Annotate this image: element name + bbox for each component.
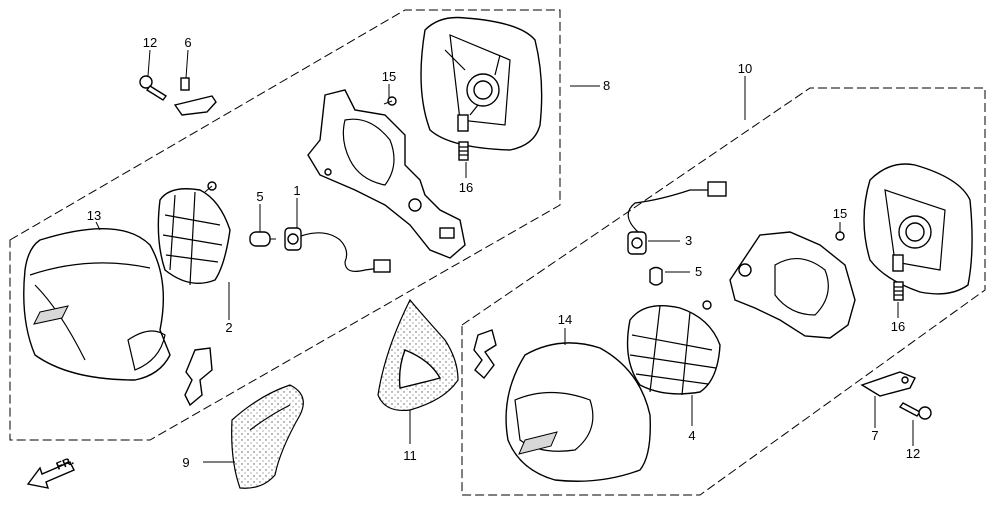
callout-10: 10 bbox=[738, 61, 752, 76]
front-arrow-icon bbox=[26, 461, 75, 489]
callout-15-left: 15 bbox=[382, 69, 396, 84]
callout-3: 3 bbox=[685, 233, 692, 248]
mirror-housing-right bbox=[505, 342, 651, 482]
screw-lens-left bbox=[204, 181, 217, 193]
housing-bracket-left bbox=[184, 347, 213, 407]
bolt-12-left bbox=[139, 75, 168, 101]
right-assembly-outline bbox=[461, 87, 986, 496]
callout-12-right: 12 bbox=[906, 446, 920, 461]
screw-15-left bbox=[383, 96, 397, 106]
housing-bracket-right bbox=[473, 329, 497, 380]
mirror-housing-left bbox=[23, 227, 171, 381]
socket-harness-right bbox=[627, 181, 727, 255]
callout-16-left: 16 bbox=[459, 180, 473, 195]
bulb-left bbox=[249, 231, 276, 247]
callout-14: 14 bbox=[558, 312, 572, 327]
screw-16-left bbox=[458, 141, 469, 161]
callout-2: 2 bbox=[225, 320, 232, 335]
cover-9 bbox=[231, 384, 304, 489]
callout-15-right: 15 bbox=[833, 206, 847, 221]
bolt-12-right bbox=[898, 402, 932, 420]
callout-1: 1 bbox=[293, 183, 300, 198]
callout-12-left: 12 bbox=[143, 35, 157, 50]
mirror-base-frame-left bbox=[307, 89, 466, 259]
callout-5-right: 5 bbox=[695, 264, 702, 279]
turn-signal-lens-left bbox=[157, 188, 231, 286]
callout-11: 11 bbox=[403, 448, 417, 463]
screw-15-right bbox=[835, 231, 845, 241]
callout-9: 9 bbox=[182, 455, 189, 470]
callout-13: 13 bbox=[87, 208, 101, 223]
mirror-base-frame-right bbox=[729, 231, 856, 339]
callout-5-left: 5 bbox=[256, 189, 263, 204]
clip-6 bbox=[173, 77, 217, 116]
callout-6: 6 bbox=[184, 35, 191, 50]
bulb-right bbox=[649, 266, 663, 286]
turn-signal-lens-right bbox=[626, 305, 721, 396]
left-assembly-outline bbox=[9, 9, 561, 441]
socket-harness-left bbox=[284, 227, 391, 273]
callout-16-right: 16 bbox=[891, 319, 905, 334]
screw-lens-right bbox=[702, 300, 712, 310]
callout-4: 4 bbox=[688, 428, 695, 443]
mirror-glass-right bbox=[863, 163, 973, 295]
mirror-glass-left bbox=[420, 16, 543, 151]
callout-7: 7 bbox=[871, 428, 878, 443]
callout-8: 8 bbox=[603, 78, 610, 93]
screw-16-right bbox=[893, 281, 904, 301]
cover-11 bbox=[377, 298, 459, 412]
front-direction-marker: FR. bbox=[26, 455, 76, 489]
bracket-7 bbox=[860, 371, 916, 397]
leader-lines bbox=[95, 49, 914, 463]
